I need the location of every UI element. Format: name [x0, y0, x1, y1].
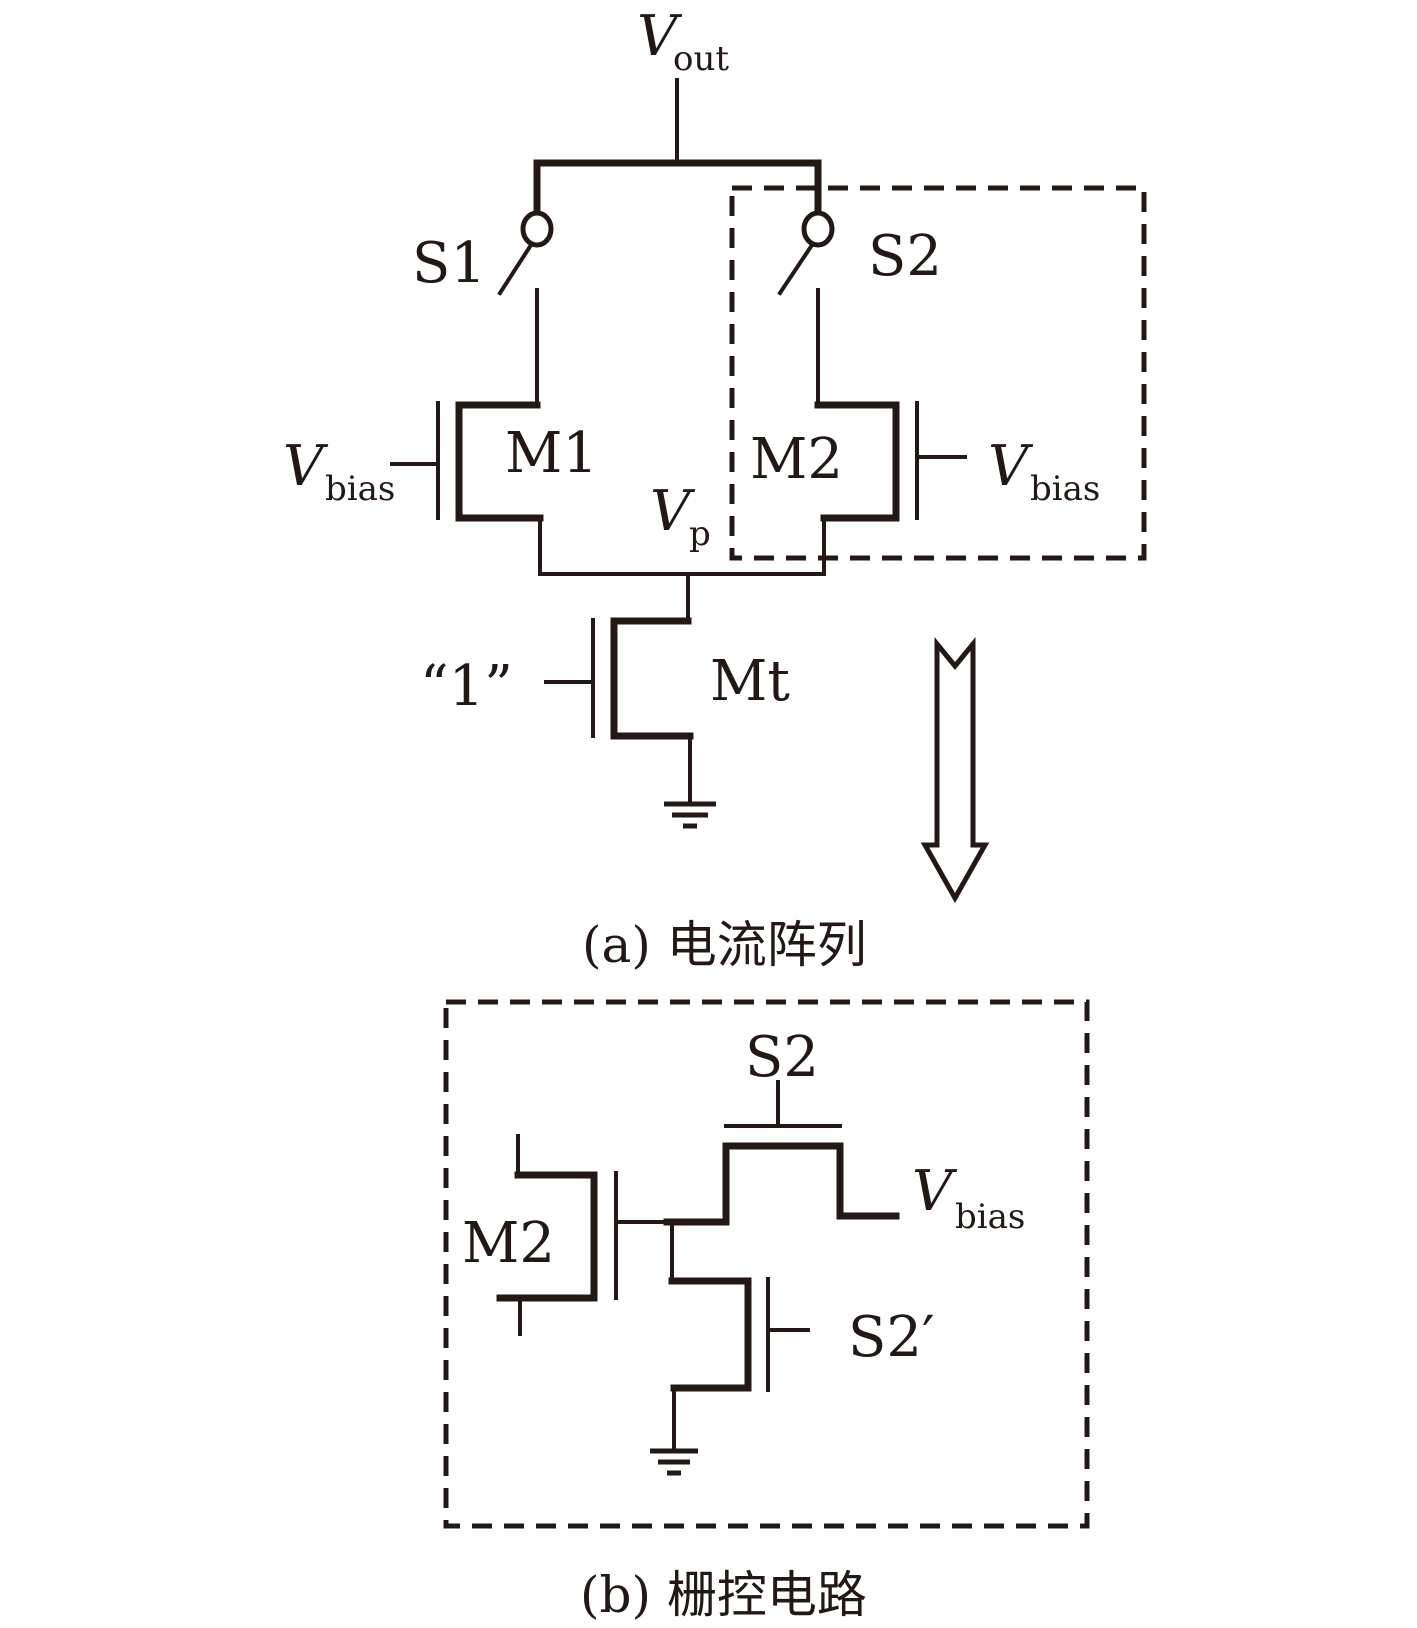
mt-label: Mt: [710, 649, 790, 714]
vp-sub: p: [689, 514, 711, 554]
logic-one-label: “1”: [420, 654, 513, 719]
vout-label: V: [637, 4, 683, 69]
vbias-b-label: V: [912, 1159, 958, 1224]
caption-b: (b) 栅控电路: [580, 1566, 867, 1624]
switch-s1-pivot: [520, 210, 554, 248]
ground-icon: [650, 1448, 698, 1476]
transistor-mt: [544, 572, 694, 804]
transistor-m2: [814, 401, 967, 576]
m2b-channel: [496, 1171, 598, 1302]
switch-s2: [777, 210, 835, 407]
transistor-m2-b: [496, 1134, 669, 1336]
vout-sub: out: [673, 39, 729, 79]
s1-label: S1: [412, 231, 486, 296]
ground-icon: [664, 801, 716, 829]
m2-b-label: M2: [462, 1211, 555, 1276]
caption-a: (a) 电流阵列: [582, 916, 867, 974]
vbias-right-label: V: [988, 434, 1034, 499]
transistor-s2-prime: [668, 1220, 810, 1452]
m1-label: M1: [505, 421, 598, 486]
m2-highlight-box: [729, 185, 1147, 561]
transmission-gate: [663, 1080, 900, 1226]
s2-prime-label: S2′: [848, 1305, 935, 1370]
vbias-left-label: V: [283, 434, 329, 499]
top-bus: [533, 159, 822, 216]
mt-channel: [610, 617, 694, 740]
m2-channel: [814, 401, 900, 522]
s2-gate-label: S2: [745, 1025, 819, 1090]
switch-s2-pivot: [801, 210, 835, 248]
vbias-right-sub: bias: [1030, 469, 1100, 509]
m2b-drain-wire: [516, 1134, 567, 1177]
vbias-b-sub: bias: [955, 1197, 1025, 1237]
vout-node: [533, 78, 822, 216]
vp-label: V: [650, 479, 696, 544]
switch-s2-blade: [777, 242, 815, 296]
m2-label: M2: [750, 427, 843, 492]
gate-control-box: [443, 999, 1090, 1529]
switch-s1: [497, 210, 554, 407]
arrow-down-icon: [920, 636, 990, 904]
tg-channel: [663, 1142, 900, 1226]
switch-s1-blade: [497, 242, 534, 296]
transistor-m1: [390, 401, 544, 576]
m1-channel: [455, 401, 544, 522]
s2p-channel: [668, 1277, 752, 1392]
s2-label: S2: [868, 224, 942, 289]
vbias-left-sub: bias: [325, 469, 395, 509]
